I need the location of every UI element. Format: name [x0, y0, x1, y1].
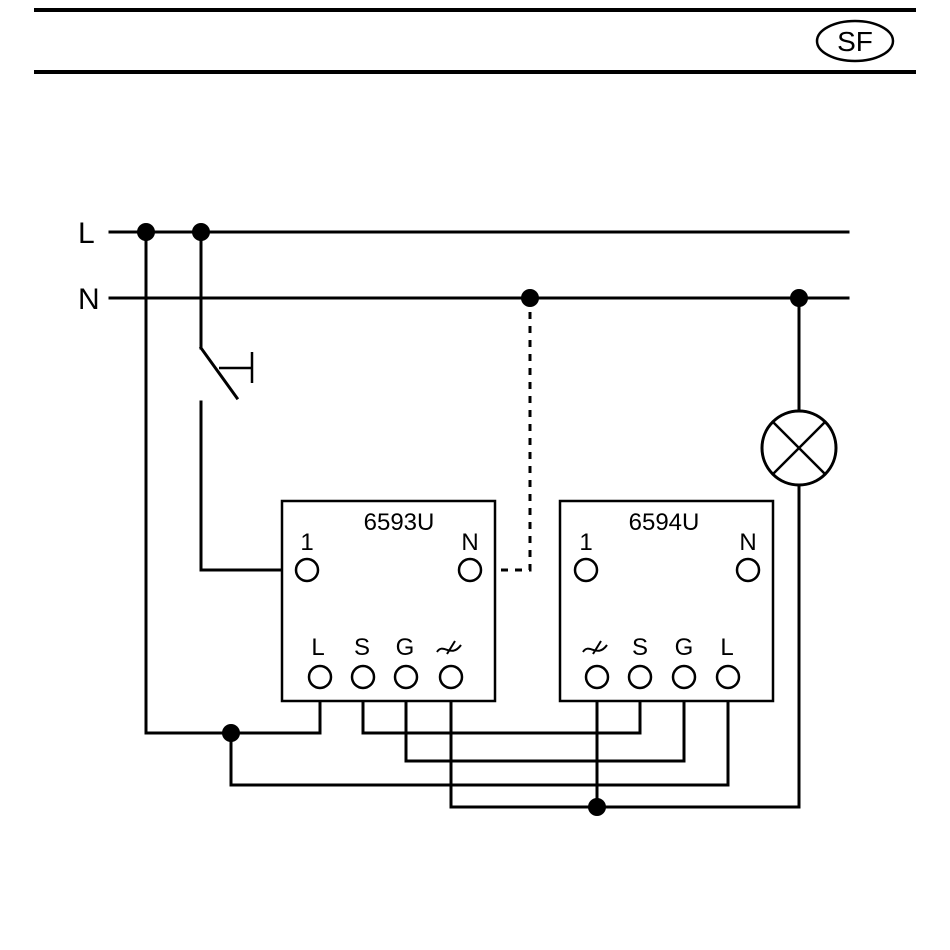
module-6594u-label-g: G [675, 634, 694, 661]
module-6593u-terminal-s [352, 666, 374, 688]
module-6594u-label-l: L [720, 634, 733, 661]
module-6593u-terminal-n [459, 559, 481, 581]
module-6594u-model: 6594U [629, 509, 700, 536]
module-6593u-label-n: N [461, 529, 478, 556]
module-6593u-label-l: L [311, 634, 324, 661]
module-6593u-terminal-1 [296, 559, 318, 581]
module-6594u-terminal-n [737, 559, 759, 581]
module-6593u-label-1: 1 [300, 529, 313, 556]
module-6594u-terminal-l [717, 666, 739, 688]
live-line-label: L [78, 217, 95, 250]
module-6594u-terminal-g [673, 666, 695, 688]
neutral-line-label: N [78, 283, 100, 316]
module-6594u-label-1: 1 [579, 529, 592, 556]
module-6594u-label-s: S [632, 634, 648, 661]
module-6593u-model: 6593U [364, 509, 435, 536]
switch-contact [201, 348, 237, 398]
module-6594u-terminal-1 [575, 559, 597, 581]
module-6594u-label-n: N [739, 529, 756, 556]
module-6594u-terminal-dimmed [586, 666, 608, 688]
module-6593u: 6593U 1 N L S G [282, 501, 495, 701]
language-badge-text: SF [837, 26, 873, 57]
module-6594u: 6594U 1 N S G L [560, 501, 773, 701]
module-6594u-terminal-s [629, 666, 651, 688]
live-down-wire [146, 232, 231, 733]
module-6593u-label-s: S [354, 634, 370, 661]
module-6593u-terminal-l [309, 666, 331, 688]
module-6593u-terminal-g [395, 666, 417, 688]
module-6593u-terminal-dimmed [440, 666, 462, 688]
module-6593u-label-g: G [396, 634, 415, 661]
output-junction [588, 798, 606, 816]
